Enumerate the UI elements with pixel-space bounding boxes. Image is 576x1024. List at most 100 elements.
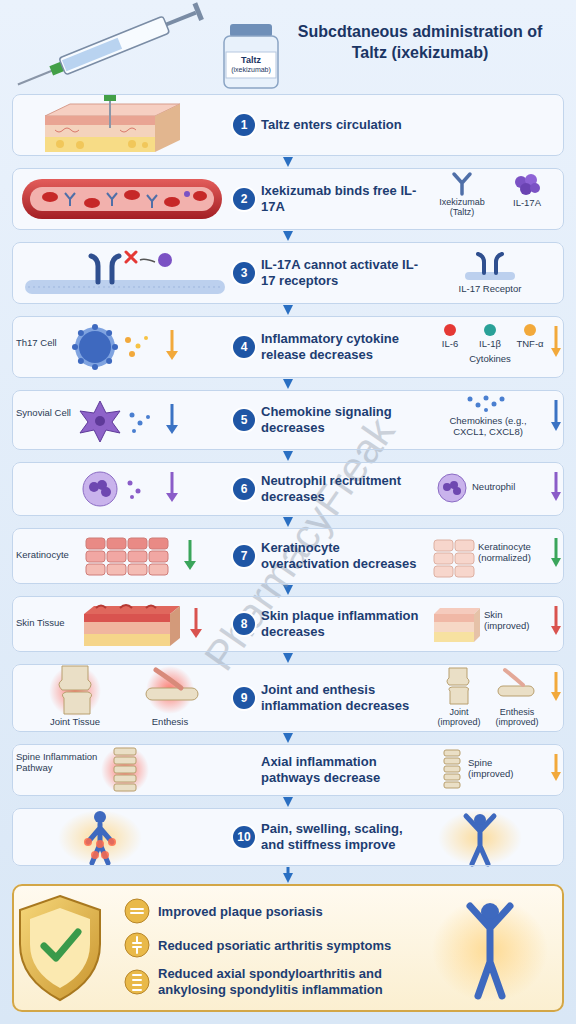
step-content: 10Pain, swelling, scaling, and stiffness… — [233, 809, 429, 865]
spine-illustration — [114, 766, 136, 773]
part-label: IL-1β — [472, 339, 508, 350]
keratinocyte-illustration — [555, 538, 558, 559]
patient-figure-illustration — [84, 838, 92, 846]
outcome-item: Reduced axial spondyloarthritis and anky… — [124, 966, 424, 997]
band-fill — [12, 664, 564, 732]
joint-enthesis-illustration — [156, 670, 181, 688]
th17-illustration — [144, 336, 148, 340]
skin-plaque-illustration — [434, 608, 480, 614]
synovial-illustration — [138, 421, 143, 426]
blood-vessel-illustration — [42, 192, 58, 202]
flow-arrow — [287, 733, 290, 736]
blood-vessel-illustration — [124, 190, 140, 200]
band-fill — [12, 596, 564, 652]
spine-illustration — [114, 757, 136, 764]
band-fill — [12, 168, 564, 230]
syringe-illustration — [59, 16, 170, 75]
skin-injection-illustration — [56, 140, 64, 148]
step-text: Joint and enthesis inflammation decrease… — [261, 682, 429, 713]
skin-injection-illustration — [45, 137, 155, 152]
receptor-illustration — [28, 287, 222, 288]
part-label: Enthesis (improved) — [486, 707, 548, 728]
joint-enthesis-illustration — [62, 692, 91, 714]
part-label: Skin Tissue — [16, 618, 82, 629]
receptor-illustration — [25, 252, 515, 294]
step-text: Pain, swelling, scaling, and stiffness i… — [261, 821, 429, 852]
part-label: TNF-α — [510, 339, 550, 350]
spine-illustration — [444, 774, 460, 780]
band-layer — [12, 94, 564, 1012]
patient-figure-illustration — [58, 810, 522, 866]
part-label: Chemokines (e.g., CXCL1, CXCL8) — [432, 416, 544, 438]
synovial-illustration — [166, 425, 178, 434]
th17-illustration — [136, 344, 141, 349]
outcome-icon — [124, 932, 150, 958]
skin-plaque-illustration — [474, 608, 480, 642]
skin-plaque-illustration — [434, 632, 474, 642]
synovial-illustration — [555, 400, 558, 423]
keratinocyte-illustration — [86, 538, 561, 577]
step-content: 4Inflammatory cytokine release decreases — [233, 317, 429, 377]
flow-arrow — [287, 231, 290, 234]
neutrophil-illustration — [453, 487, 461, 495]
step-content: 7Keratinocyte overactivation decreases — [233, 529, 429, 583]
th17-illustration — [484, 324, 496, 336]
th17-illustration — [125, 337, 131, 343]
neutrophil-illustration — [83, 472, 561, 506]
blood-vessel-illustration — [193, 191, 207, 201]
spine-illustration — [444, 782, 460, 788]
part-label: Keratinocyte — [16, 550, 84, 561]
part-label: Ixekizumab (Taltz) — [432, 197, 492, 218]
outcome-icon — [133, 937, 141, 953]
skin-plaque-illustration — [551, 626, 561, 635]
outcome-icon — [124, 969, 150, 995]
outcome-panel: Improved plaque psoriasisReduced psoriat… — [12, 884, 564, 1012]
receptor-illustration — [478, 254, 502, 273]
outcome-icon — [125, 933, 149, 957]
part-label: Spine (improved) — [468, 758, 540, 780]
th17-illustration — [171, 330, 174, 352]
keratinocyte-illustration — [184, 561, 196, 570]
keratinocyte-illustration — [149, 551, 168, 562]
outcome-illustration — [432, 898, 548, 1002]
step-number: 3 — [233, 262, 255, 284]
th17-illustration — [166, 351, 178, 360]
blood-vessel-illustration — [454, 174, 470, 194]
keratinocyte-illustration — [86, 564, 105, 575]
step-band: 10Pain, swelling, scaling, and stiffness… — [12, 808, 564, 866]
outcome-list: Improved plaque psoriasisReduced psoriat… — [124, 886, 424, 1010]
patient-figure-illustration — [466, 816, 494, 864]
spine-illustration — [114, 748, 136, 755]
step-band: 1Taltz enters circulation — [12, 94, 564, 156]
step-number: 1 — [233, 114, 255, 136]
spine-illustration — [555, 754, 558, 773]
step-band: 5Chemokine signaling decreases — [12, 390, 564, 450]
keratinocyte-illustration — [455, 540, 474, 551]
joint-enthesis-illustration — [449, 687, 469, 704]
keratinocyte-illustration — [128, 551, 147, 562]
th17-illustration — [92, 364, 98, 370]
step-text: Ixekizumab binds free IL-17A — [261, 183, 429, 214]
syringe-illustration — [62, 38, 122, 72]
neutrophil-illustration — [130, 495, 134, 499]
spine-illustration — [551, 772, 561, 781]
synovial-illustration — [484, 408, 488, 412]
receptor-illustration — [91, 256, 119, 282]
keratinocyte-illustration — [189, 540, 192, 562]
outcome-text: Reduced psoriatic arthritis symptoms — [158, 938, 424, 954]
vial-illustration — [224, 36, 278, 88]
synovial-illustration — [468, 397, 473, 402]
syringe-illustration — [18, 70, 53, 84]
outcome-icon — [125, 970, 149, 994]
blood-vessel-illustration — [65, 193, 75, 206]
keratinocyte-illustration — [86, 538, 105, 549]
skin-plaque-illustration — [84, 606, 180, 614]
flow-arrow — [287, 867, 290, 876]
neutrophil-illustration — [171, 472, 174, 494]
part-label: Spine Inflammation Pathway — [16, 752, 98, 774]
keratinocyte-illustration — [149, 564, 168, 575]
skin-plaque-illustration — [84, 614, 170, 622]
part-label: IL-17A — [502, 198, 552, 209]
skin-injection-illustration — [142, 142, 148, 148]
